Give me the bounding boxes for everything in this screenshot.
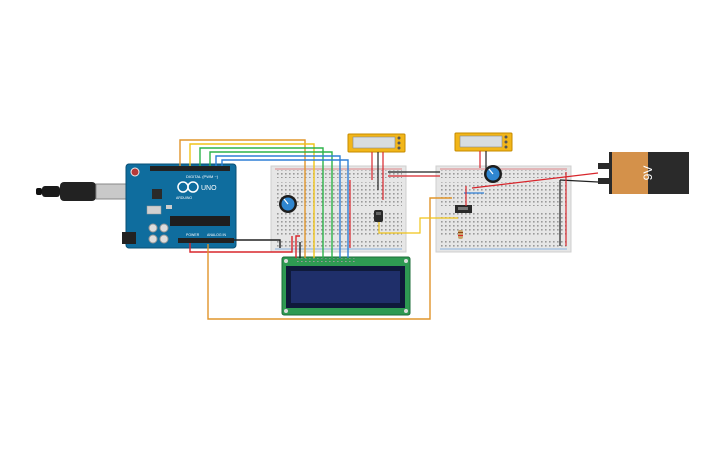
wire-orange-long[interactable]: [207, 197, 452, 320]
sensor-module-right[interactable]: [454, 132, 513, 152]
wire-blue[interactable]: [215, 155, 341, 258]
lcd-screen: [291, 271, 400, 303]
lcd-16x2-display[interactable]: [281, 256, 411, 316]
arduino-uno-board[interactable]: DIGITAL (PWM ~) UNO ARDUINO POWER ANALOG…: [122, 163, 237, 249]
breadboard-right[interactable]: [435, 165, 572, 253]
potentiometer-right[interactable]: [484, 165, 502, 183]
wire-blue-2[interactable]: [221, 159, 349, 258]
wire-yellow[interactable]: [189, 143, 315, 258]
power-header-label: POWER: [186, 233, 200, 237]
power-analog-pin-header[interactable]: [178, 238, 234, 243]
wire-ground[interactable]: [234, 239, 281, 248]
battery-label: 9V: [641, 166, 655, 181]
digital-header-label: DIGITAL (PWM ~): [186, 174, 219, 179]
wire-green[interactable]: [199, 147, 324, 258]
microcontroller-chip: [170, 216, 230, 226]
arduino-logo-icon: [177, 181, 199, 193]
battery-9v[interactable]: 9V: [598, 152, 689, 194]
digital-pin-header[interactable]: [150, 166, 230, 171]
wire-green-2[interactable]: [209, 151, 333, 258]
ic-chip-right[interactable]: [455, 205, 472, 213]
sensor-module-left[interactable]: [347, 133, 406, 153]
resistor-right[interactable]: [458, 230, 463, 239]
board-model-label: UNO: [201, 185, 217, 192]
jumper-wires[interactable]: [349, 151, 599, 248]
analog-header-label: ANALOG IN: [207, 233, 227, 237]
reset-button[interactable]: [130, 167, 140, 177]
board-brand-label: ARDUINO: [176, 196, 192, 200]
usb-cable[interactable]: [36, 182, 127, 201]
wire-power[interactable]: [189, 236, 293, 253]
wire-orange-top[interactable]: [179, 139, 306, 258]
signal-wires[interactable]: [179, 139, 452, 320]
potentiometer-left[interactable]: [279, 195, 297, 213]
transistor-left[interactable]: [374, 210, 383, 222]
